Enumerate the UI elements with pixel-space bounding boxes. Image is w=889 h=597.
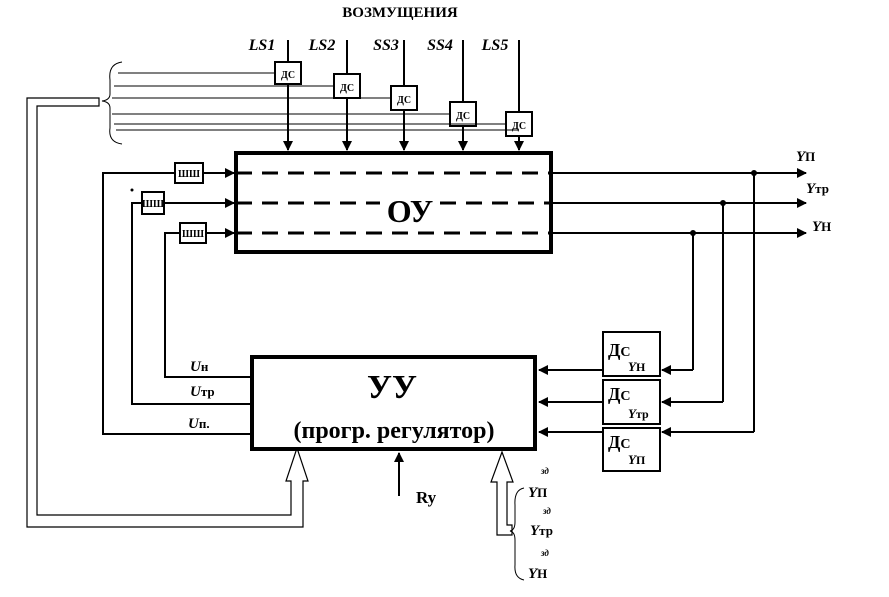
disturbance-labels: LS1 LS2 SS3 SS4 LS5: [248, 37, 509, 54]
controller: УУ (прогр. регулятор): [250, 355, 537, 451]
output-label: Yтр: [806, 181, 829, 197]
sensor-box: ДС: [333, 73, 361, 99]
sensor-box: ДС: [390, 85, 418, 111]
svg-text:зд: зд: [542, 506, 551, 516]
control-object-label: ОУ: [387, 193, 434, 229]
controller-label: УУ: [367, 369, 417, 406]
disturbance-feedback-path: [26, 97, 309, 528]
svg-text:ДС: ДС: [608, 384, 631, 404]
sensor-box: ДС: [274, 61, 302, 85]
svg-text:YН: YН: [628, 359, 646, 374]
control-labels: Uн Uтр Uп.: [188, 359, 215, 432]
bus-brace: [101, 61, 123, 145]
svg-text:ДС: ДС: [340, 83, 354, 94]
svg-text:ШШ: ШШ: [142, 199, 164, 210]
setpoint-label: YП: [528, 485, 547, 501]
svg-text:ДС: ДС: [512, 121, 526, 132]
sensor-box: ДС: [449, 101, 477, 127]
control-label: Uп.: [188, 416, 210, 432]
svg-text:Yтр: Yтр: [628, 406, 649, 421]
feedback-sensor: ДС YП: [602, 427, 661, 472]
controller-sublabel: (прогр. регулятор): [294, 418, 495, 444]
output-label: YН: [812, 219, 831, 235]
svg-text:зд: зд: [540, 466, 549, 476]
svg-text:ДС: ДС: [456, 111, 470, 122]
svg-text:ДС: ДС: [608, 340, 631, 360]
svg-text:зд: зд: [540, 548, 549, 558]
control-label: Uтр: [190, 384, 215, 400]
svg-text:ШШ: ШШ: [182, 229, 204, 240]
disturbance-label: LS5: [481, 37, 509, 54]
disturbance-label: LS2: [308, 37, 336, 54]
sensor-signal-bus: [101, 61, 519, 145]
disturbance-channels: ДС ДС ДС ДС ДС: [274, 40, 533, 151]
feedback-sensor: ДС Yтр: [602, 379, 661, 425]
setpoint-hollow-arrow: [490, 450, 514, 536]
setpoint-brace: [509, 487, 525, 581]
actuator-box: ШШ: [174, 162, 204, 184]
output-labels: YП Yтр YН: [796, 149, 831, 235]
disturbance-label: SS3: [373, 37, 399, 54]
sensor-box: ДС: [505, 111, 533, 137]
setpoint-label: Yтр: [530, 523, 553, 539]
setpoint-input-label: Ry: [416, 488, 437, 507]
control-label: Uн: [190, 359, 209, 375]
svg-text:ДС: ДС: [608, 432, 631, 452]
svg-text:YП: YП: [628, 452, 646, 467]
svg-text:ДС: ДС: [397, 95, 411, 106]
output-label: YП: [796, 149, 815, 165]
disturbance-label: SS4: [427, 37, 453, 54]
disturbances-title: ВОЗМУЩЕНИЯ: [342, 5, 458, 21]
svg-text:ДС: ДС: [281, 70, 295, 81]
setpoint-label: YН: [528, 566, 547, 582]
setpoint-labels: зд YП зд Yтр зд YН: [528, 466, 553, 582]
actuator-box: ШШ: [179, 222, 207, 244]
feedback-sensor: ДС YН: [602, 331, 661, 377]
svg-text:ШШ: ШШ: [178, 169, 200, 180]
disturbance-label: LS1: [248, 37, 276, 54]
actuator-box: ШШ: [141, 191, 165, 215]
